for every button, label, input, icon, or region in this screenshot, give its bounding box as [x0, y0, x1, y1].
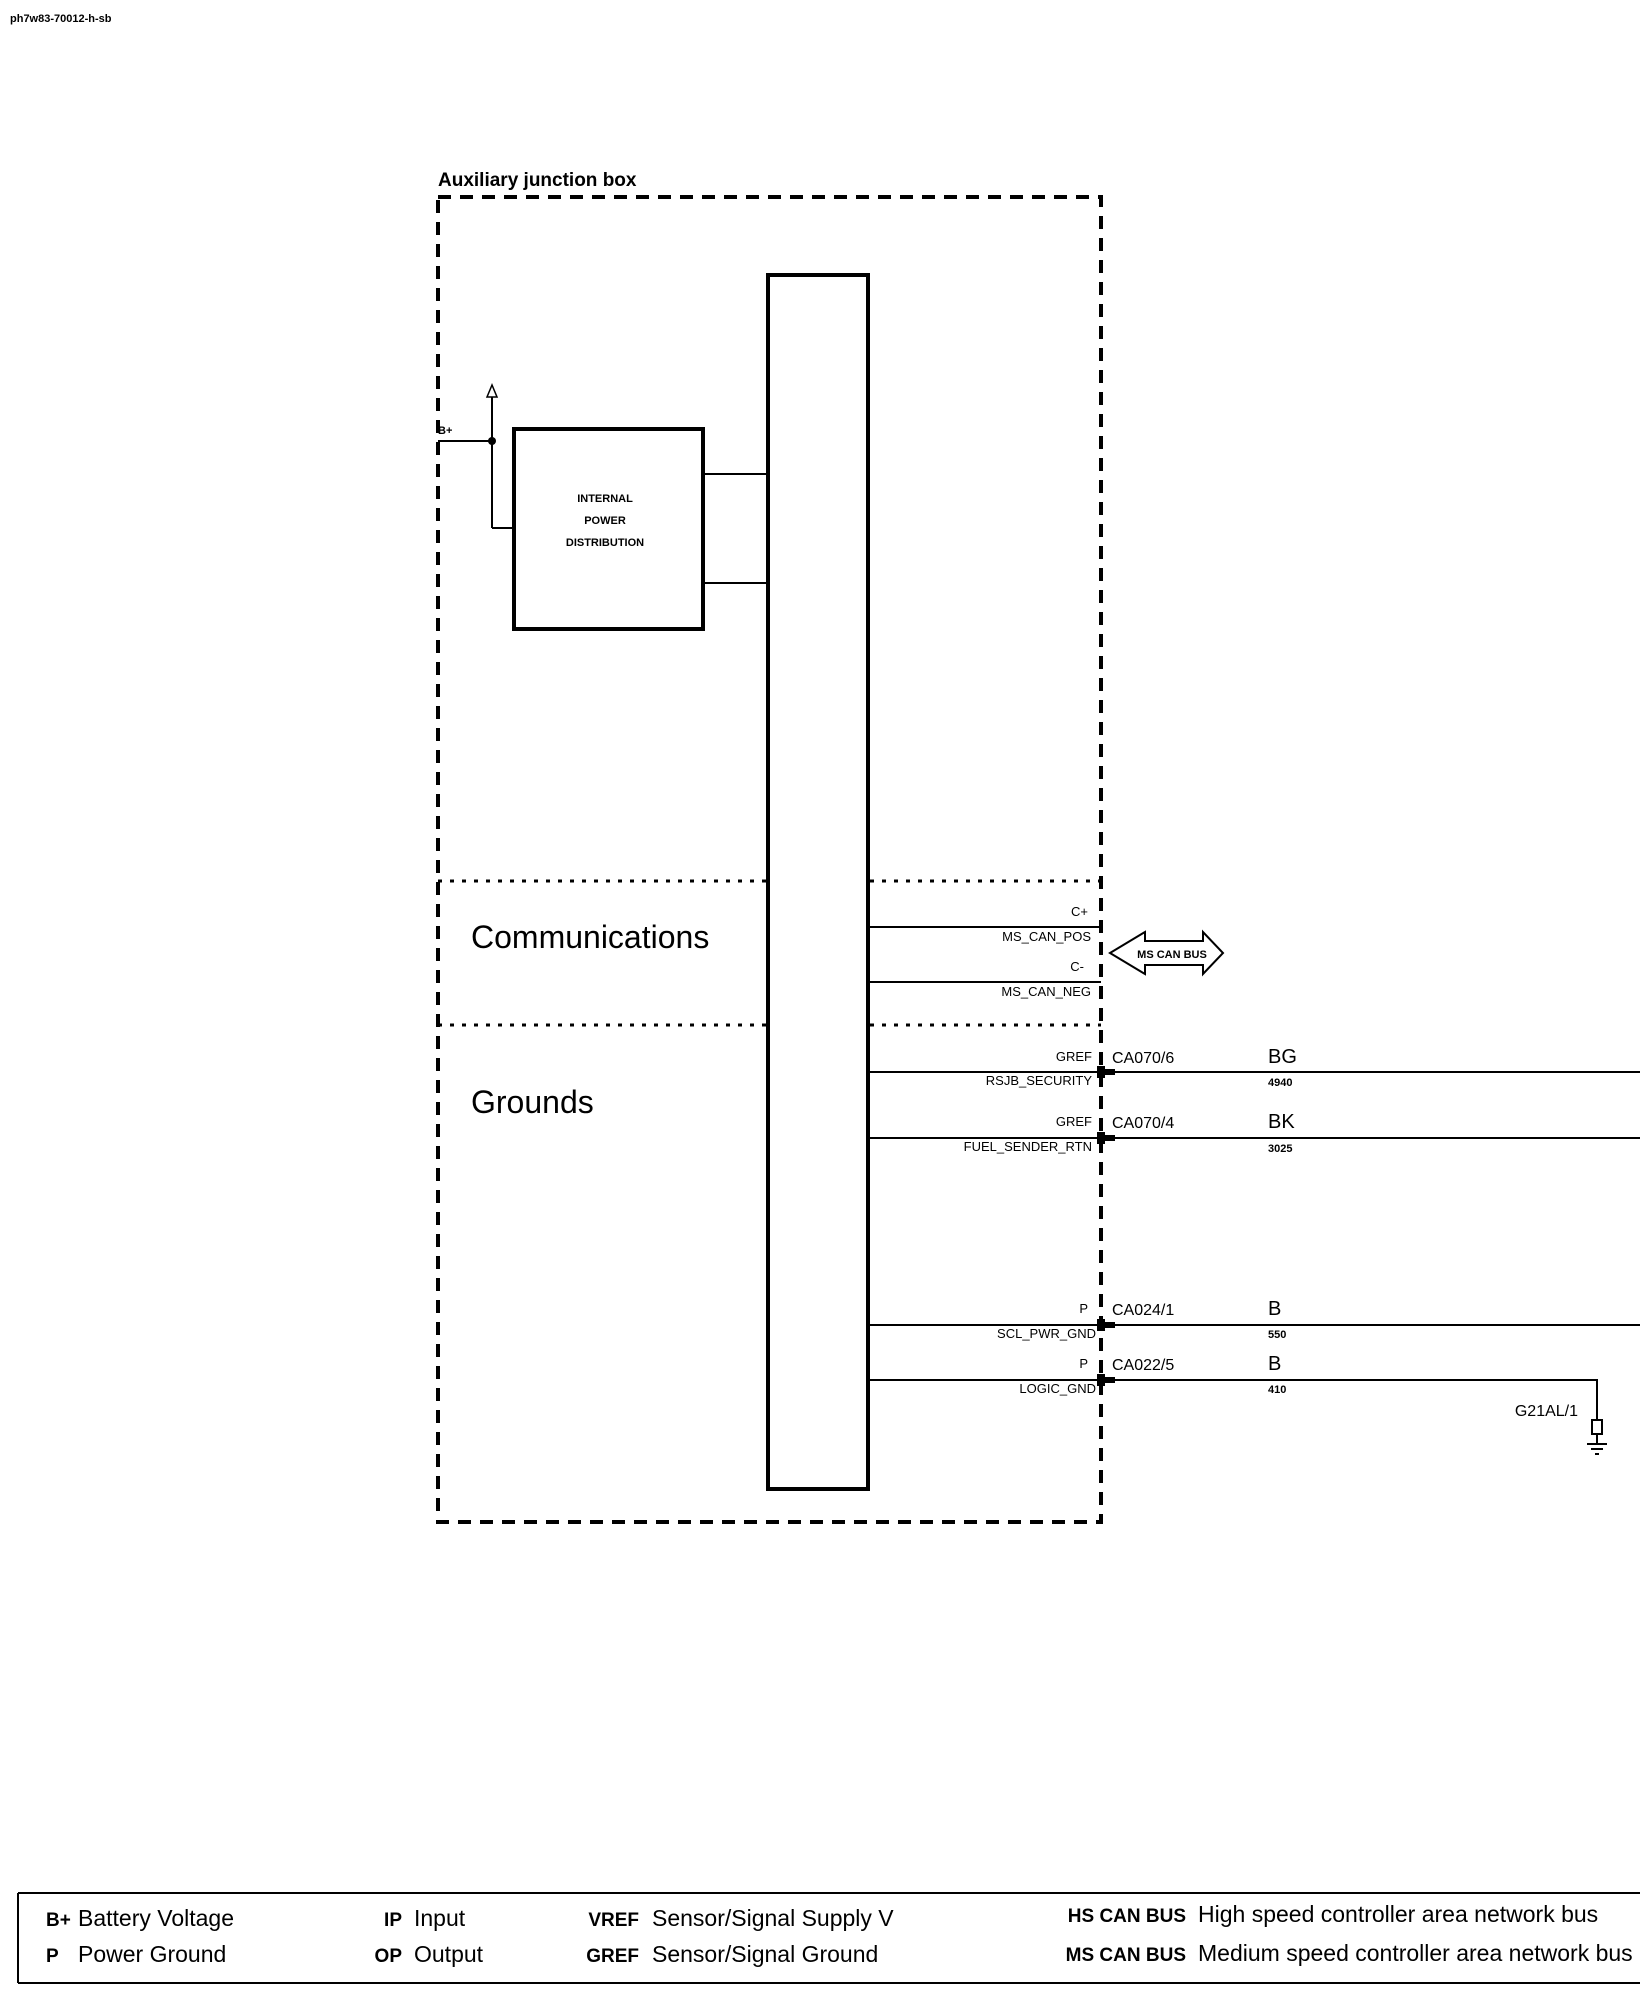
legend-desc-input: Input [414, 1905, 466, 1931]
circuit-1-pin-socket-icon [1105, 1069, 1115, 1075]
legend-desc-gref: Sensor/Signal Ground [652, 1941, 878, 1967]
circuit-2-color: BK [1268, 1111, 1295, 1133]
legend-key-hs-can: HS CAN BUS [1068, 1906, 1186, 1927]
circuit-4-external-wire [1101, 1379, 1598, 1420]
supply-arrow-icon [485, 383, 499, 398]
can-neg-signal: MS_CAN_NEG [1001, 984, 1091, 999]
circuit-4-pin-socket-icon [1105, 1377, 1115, 1383]
ground-point-label: G21AL/1 [1515, 1403, 1578, 1420]
ground-circuit-1: GREF RSJB_SECURITY CA070/6 BG 4940 [868, 1046, 1640, 1089]
circuit-3-number: 550 [1268, 1329, 1286, 1341]
circuit-3-signal: SCL_PWR_GND [997, 1326, 1096, 1341]
circuit-1-type: GREF [1056, 1049, 1092, 1064]
legend-desc-ms-can: Medium speed controller area network bus [1198, 1940, 1633, 1966]
legend-key-gref: GREF [586, 1946, 639, 1967]
circuit-3-pin-terminal-icon [1097, 1319, 1105, 1331]
circuit-1-number: 4940 [1268, 1077, 1292, 1089]
circuit-2-number: 3025 [1268, 1143, 1292, 1155]
internal-power-line-2: POWER [584, 515, 626, 527]
junction-box-title: Auxiliary junction box [438, 170, 637, 191]
circuit-2-connector: CA070/4 [1112, 1115, 1174, 1132]
legend-desc-vref: Sensor/Signal Supply V [652, 1905, 894, 1931]
image-id: ph7w83-70012-h-sb [10, 13, 112, 25]
can-pos-type: C+ [1071, 904, 1088, 919]
grounds-heading: Grounds [471, 1084, 594, 1120]
circuit-4-number: 410 [1268, 1384, 1286, 1396]
circuit-4-type: P [1079, 1356, 1088, 1371]
circuit-4-connector: CA022/5 [1112, 1357, 1174, 1374]
ground-symbol-icon [1587, 1419, 1607, 1455]
legend-desc-power-ground: Power Ground [78, 1941, 226, 1967]
internal-bus-bar [766, 273, 870, 1491]
ground-circuit-3: P SCL_PWR_GND CA024/1 B 550 [868, 1298, 1640, 1341]
junction-box-boundary [436, 195, 1103, 1524]
circuit-4-signal: LOGIC_GND [1019, 1381, 1096, 1396]
communications-heading: Communications [471, 919, 709, 955]
can-bus-double-arrow-icon [1108, 929, 1225, 977]
circuit-3-pin-socket-icon [1105, 1322, 1115, 1328]
can-bus-label: MS CAN BUS [1137, 949, 1207, 961]
circuit-4-color: B [1268, 1353, 1281, 1375]
circuit-4-pin-terminal-icon [1097, 1374, 1105, 1386]
circuit-1-color: BG [1268, 1046, 1297, 1068]
internal-power-line-1: INTERNAL [577, 493, 633, 505]
circuit-2-pin-terminal-icon [1097, 1132, 1105, 1144]
legend-key-input: IP [384, 1910, 402, 1931]
legend-desc-battery: Battery Voltage [78, 1905, 234, 1931]
circuit-3-color: B [1268, 1298, 1281, 1320]
can-pos-signal: MS_CAN_POS [1002, 929, 1091, 944]
legend-key-vref: VREF [588, 1910, 639, 1931]
circuit-3-connector: CA024/1 [1112, 1302, 1174, 1319]
circuit-3-type: P [1079, 1301, 1088, 1316]
legend: B+ Battery Voltage P Power Ground IP Inp… [17, 1892, 1640, 1984]
internal-power-line-3: DISTRIBUTION [566, 537, 644, 549]
legend-key-battery: B+ [46, 1910, 71, 1931]
legend-key-ms-can: MS CAN BUS [1066, 1945, 1186, 1966]
legend-key-power-ground: P [46, 1946, 59, 1967]
legend-desc-hs-can: High speed controller area network bus [1198, 1901, 1598, 1927]
circuit-1-signal: RSJB_SECURITY [986, 1073, 1093, 1088]
battery-label: B+ [438, 425, 452, 437]
circuit-1-pin-terminal-icon [1097, 1066, 1105, 1078]
internal-power-distribution-box [512, 427, 705, 631]
can-neg-type: C- [1070, 959, 1084, 974]
ground-circuit-2: GREF FUEL_SENDER_RTN CA070/4 BK 3025 [868, 1111, 1640, 1155]
legend-desc-output: Output [414, 1941, 484, 1967]
circuit-2-type: GREF [1056, 1114, 1092, 1129]
circuit-2-pin-socket-icon [1105, 1135, 1115, 1141]
circuit-1-connector: CA070/6 [1112, 1050, 1174, 1067]
circuit-2-signal: FUEL_SENDER_RTN [964, 1139, 1092, 1154]
ground-circuit-4: P LOGIC_GND CA022/5 B 410 [868, 1353, 1598, 1420]
legend-key-output: OP [375, 1946, 403, 1967]
